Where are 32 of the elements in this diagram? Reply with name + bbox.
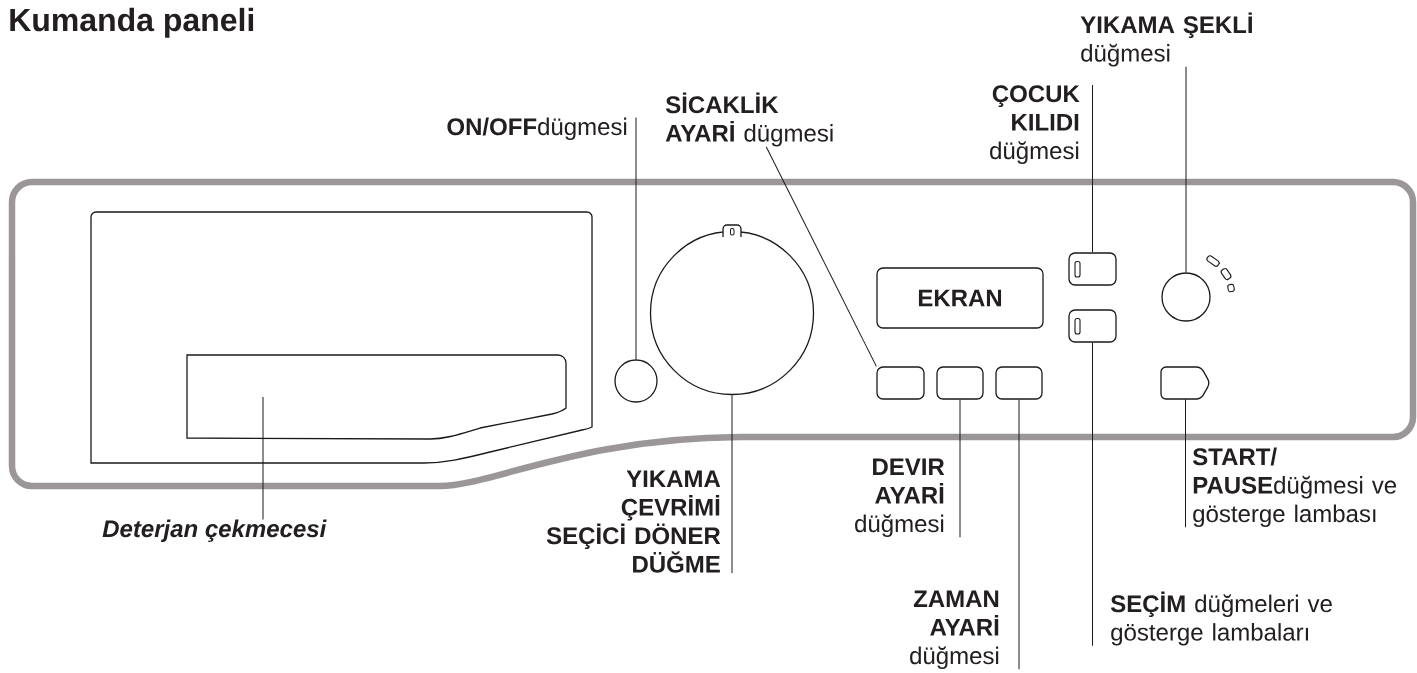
leader-line: [765, 146, 877, 367]
leader-line: [959, 399, 961, 538]
leader-line: [1092, 84, 1093, 253]
leader-line: [731, 394, 733, 574]
push-button: [1068, 309, 1117, 343]
push-button: [1160, 366, 1210, 400]
callout-label: SİCAKLİK AYARİ dügmesi: [665, 92, 833, 147]
callout-label: DEVIR AYARİ düğmesi: [855, 458, 945, 537]
title: Kumanda paneli: [10, 7, 254, 38]
rotary-dial: [649, 224, 815, 396]
push-button: [936, 366, 984, 400]
callout-label: START/ PAUSEdüğmesi ve gösterge lambası: [1192, 447, 1397, 527]
callout-label: Deterjan çekmecesi: [102, 519, 327, 542]
callout-label: ZAMAN AYARİ düğmesi: [910, 590, 999, 669]
push-button: [876, 366, 925, 400]
push-button: [1068, 252, 1117, 286]
leader-line: [635, 116, 637, 360]
leader-line: [1018, 399, 1020, 670]
leader-line: [1185, 66, 1187, 273]
callout-label: ON/OFFdügmesi: [447, 117, 627, 140]
display-window: EKRAN: [876, 267, 1044, 329]
drawer-handle: [186, 354, 567, 440]
push-button: [995, 366, 1043, 400]
leader-line: [1185, 398, 1186, 528]
callout-label: SEÇİM düğmeleri ve gösterge lambaları: [1110, 591, 1332, 646]
callout-label: YIKAMA ÇEVRİMİ SEÇİCİ DÖNER DÜĞME: [546, 470, 721, 573]
callout-label: ÇOCUK KILIDI düğmesi: [990, 85, 1080, 164]
leader-line: [1092, 342, 1093, 647]
leader-line: [262, 396, 264, 520]
callout-label: YIKAMA ŞEKLİ düğmesi: [1080, 12, 1252, 67]
round-button: [614, 359, 658, 403]
round-knob: [1161, 272, 1211, 322]
